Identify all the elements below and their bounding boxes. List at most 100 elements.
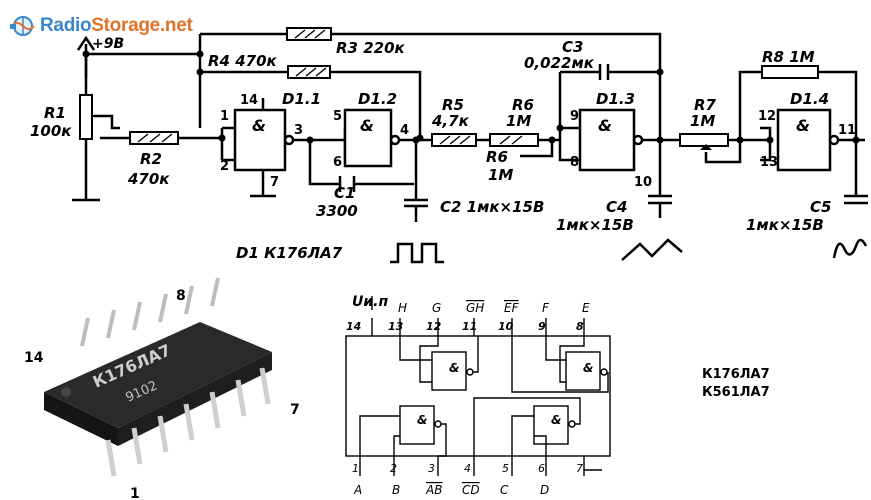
chip-name-1: К176ЛА7 [702, 367, 770, 382]
c1-value: 3300 [316, 202, 358, 220]
pinout-pin-12: 12 [426, 320, 442, 333]
pin-12: 12 [758, 109, 776, 124]
resistor-r7 [679, 133, 729, 147]
resistor-r1 [79, 94, 93, 140]
schematic-capacitors [338, 64, 610, 192]
r2-name: R2 [140, 150, 162, 168]
pin-1: 1 [220, 109, 229, 124]
package-pins-front [105, 367, 271, 477]
logo-wordmark: RadioStorage.net [40, 15, 193, 37]
junction-dots [82, 50, 860, 144]
c1-name: C1 [334, 184, 355, 202]
pinout-top-letters: H G GH EF F E [398, 301, 590, 315]
square-wave-icon [390, 242, 444, 264]
chip-caption: D1 К176ЛА7 [236, 244, 343, 262]
c4-value: 1мк×15В [556, 216, 634, 234]
chip-package-illustration: К176ЛА7 9102 [44, 277, 272, 477]
d12-label: D1.2 [358, 90, 397, 108]
pinout-pin-3: 3 [428, 462, 435, 475]
pinout-letter-h: H [398, 301, 407, 315]
package-top [44, 322, 272, 428]
pin-7: 7 [270, 175, 279, 190]
pinout-pin-11: 11 [462, 320, 477, 333]
pinout-letter-g: G [432, 301, 441, 315]
pinout-pin-13: 13 [388, 320, 404, 333]
pinout-supply-label: Uи.п [352, 294, 388, 310]
pin-13: 13 [760, 155, 778, 170]
pinout-letter-cd: CD [462, 483, 480, 497]
pin-10: 10 [634, 175, 652, 190]
r6-bot-name: R6 [486, 148, 508, 166]
gate-d11-symbol: & [252, 116, 266, 135]
package-label-14: 14 [24, 350, 44, 366]
pinout-letter-e: E [582, 301, 590, 315]
pinout-pin-2: 2 [390, 462, 397, 475]
gate-d13 [578, 108, 636, 172]
r6-top-value: 1М [506, 112, 531, 130]
chip-name-2: К561ЛА7 [702, 385, 770, 400]
r8-label: R8 1М [762, 48, 815, 66]
resistor-hatching [137, 29, 523, 145]
r1-name: R1 [44, 104, 66, 122]
pinout-pin-14: 14 [346, 320, 361, 333]
resistor-r8 [761, 65, 819, 79]
triangle-wave-icon [621, 238, 683, 261]
pinout-bottom-letters: A B AB CD C D [353, 483, 549, 497]
pinout-letter-gh: GH [466, 301, 484, 315]
schematic-wires [72, 32, 868, 222]
resistor-r6 [489, 133, 539, 147]
r1-value: 100к [30, 122, 72, 140]
d11-label: D1.1 [282, 90, 321, 108]
pinout-top-pin-numbers: 14 13 12 11 10 9 8 [346, 320, 584, 333]
c5-name: C5 [810, 198, 831, 216]
pinout-pin-6: 6 [538, 462, 545, 475]
c3-name: C3 [562, 38, 583, 56]
schematic-gates [233, 108, 840, 172]
pinout-gate-1-symbol: & [449, 361, 459, 375]
c4-name: C4 [606, 198, 627, 216]
pinout-gate-2-symbol: & [583, 361, 593, 375]
pin-2: 2 [220, 159, 229, 174]
pinout-letter-b: B [392, 483, 400, 497]
r3-label: R3 220к [336, 39, 406, 57]
pin-4: 4 [400, 123, 409, 138]
package-pins-back [80, 277, 220, 347]
sine-wave-icon [832, 238, 868, 259]
c5-value: 1мк×15В [746, 216, 824, 234]
r4-label: R4 470к [208, 52, 278, 70]
r5-name: R5 [442, 96, 464, 114]
resistor-r4 [287, 65, 331, 79]
pinout-letter-ef: EF [504, 301, 520, 315]
pin-9: 9 [570, 109, 579, 124]
d14-label: D1.4 [790, 90, 829, 108]
pinout-pin-5: 5 [502, 462, 509, 475]
r2-value: 470к [127, 170, 170, 188]
pinout-letter-c: C [500, 483, 509, 497]
pin-14: 14 [240, 93, 258, 108]
pinout-pin-7: 7 [576, 462, 583, 475]
schematic-resistors [79, 27, 819, 147]
r6-top-name: R6 [512, 96, 534, 114]
d13-label: D1.3 [596, 90, 635, 108]
package-label-7: 7 [290, 402, 300, 418]
r5-value: 4,7к [431, 112, 470, 130]
pinout-letter-d: D [540, 483, 549, 497]
gate-d11 [233, 108, 287, 172]
pin-11: 11 [838, 123, 856, 138]
pin-3: 3 [294, 123, 303, 138]
site-logo: RadioStorage.net [10, 14, 193, 38]
gate-d14 [776, 108, 832, 172]
c2-label: C2 1мк×15В [440, 198, 544, 216]
r7-wiper-arrow [700, 144, 712, 150]
gate-d12 [343, 108, 393, 168]
radio-logo-icon [10, 16, 35, 36]
pinout-bottom-pin-numbers: 1 2 3 4 5 6 7 [352, 462, 583, 475]
pinout-diagram [345, 296, 611, 476]
pin-6: 6 [333, 155, 342, 170]
pin-5: 5 [333, 109, 342, 124]
package-label-1: 1 [130, 486, 140, 500]
pinout-pin-1: 1 [352, 462, 359, 475]
pinout-letter-ab: AB [425, 483, 442, 497]
r7-value: 1М [690, 112, 715, 130]
